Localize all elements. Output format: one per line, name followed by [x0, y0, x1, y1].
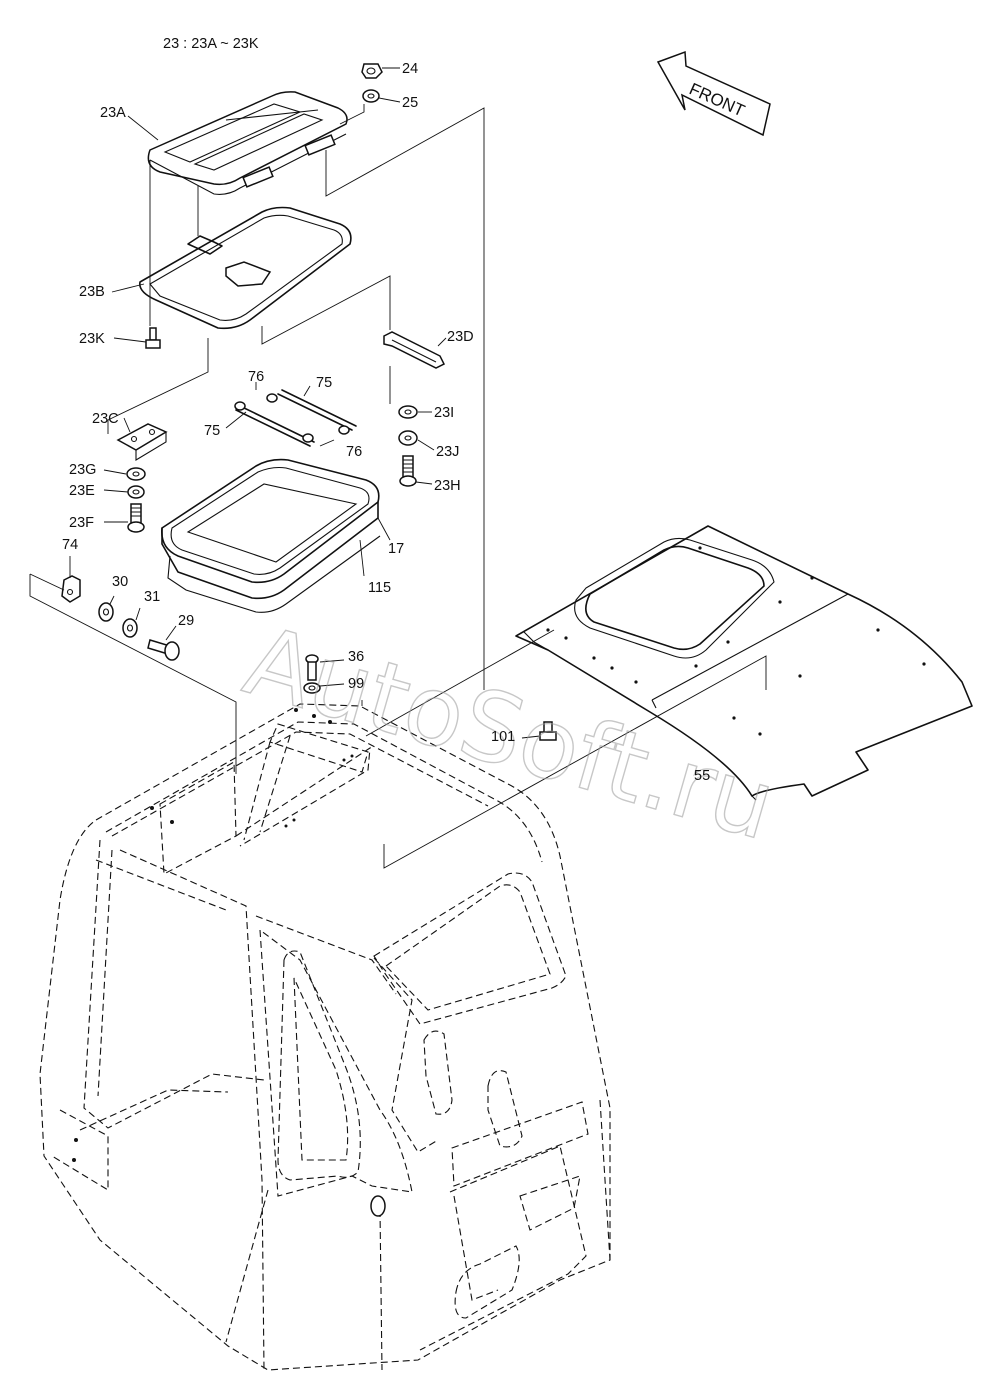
callout-25: 25 — [402, 95, 418, 111]
callout-31: 31 — [144, 589, 160, 605]
front-arrow-icon: FRONT — [656, 50, 771, 137]
washer-25-part — [362, 89, 380, 103]
bolt-23f-part — [127, 503, 145, 533]
washer-99-part — [303, 682, 321, 694]
washer-31-part — [122, 618, 138, 638]
bolt-36-part — [305, 654, 319, 681]
callout-23e: 23E — [69, 483, 95, 499]
callout-23b: 23B — [79, 284, 105, 300]
callout-29: 29 — [178, 613, 194, 629]
window-seal-115-part — [167, 535, 381, 613]
callout-23i: 23I — [434, 405, 454, 421]
washer-23e-part — [127, 485, 145, 499]
callout-36: 36 — [348, 649, 364, 665]
callout-labels: 24 25 23A 23B 23K 23D 76 75 75 76 23C 23… — [62, 61, 710, 784]
gas-strut-75-lower-part — [235, 405, 315, 447]
washer-23g-part — [126, 467, 146, 481]
callout-23k: 23K — [79, 331, 105, 347]
callout-23j: 23J — [436, 444, 459, 460]
callout-99: 99 — [348, 676, 364, 692]
handle-23d-part — [383, 331, 446, 369]
callout-76-lower: 76 — [346, 444, 362, 460]
callout-115: 115 — [368, 580, 391, 596]
bracket-23c-part — [116, 423, 168, 461]
callout-75-lower: 75 — [204, 423, 220, 439]
callout-30: 30 — [112, 574, 128, 590]
washer-23i-part — [398, 405, 418, 419]
washer-23j-part — [398, 430, 418, 446]
roof-cover-55-part — [515, 525, 973, 801]
cab-body-part — [39, 703, 611, 1371]
callout-23c: 23C — [92, 411, 119, 427]
callout-23a: 23A — [100, 105, 126, 121]
callout-23g: 23G — [69, 462, 96, 478]
ring-76-part — [234, 393, 350, 443]
range-note: 23 : 23A ~ 23K — [163, 36, 259, 52]
callout-17: 17 — [388, 541, 404, 557]
gas-strut-75-upper-part — [277, 389, 357, 431]
callout-24: 24 — [402, 61, 418, 77]
callout-23h: 23H — [434, 478, 461, 494]
callout-76-upper: 76 — [248, 369, 264, 385]
bolt-23h-part — [399, 455, 417, 487]
washer-30-part — [98, 602, 114, 622]
latch-bracket-74-part — [61, 575, 81, 603]
callout-74: 74 — [62, 537, 78, 553]
callout-23f: 23F — [69, 515, 94, 531]
callout-101: 101 — [491, 729, 515, 745]
callout-55: 55 — [694, 768, 710, 784]
callout-leaders — [69, 67, 541, 739]
bolt-23k-part — [145, 327, 161, 349]
nut-24-part — [361, 63, 383, 79]
assembly-lines — [29, 104, 767, 869]
callout-75-upper: 75 — [316, 375, 332, 391]
callout-23d: 23D — [447, 329, 474, 345]
bolt-101-part — [539, 721, 557, 741]
bolt-29-part — [147, 639, 180, 661]
hatch-lid-part — [147, 91, 348, 195]
hatch-frame-part — [139, 206, 352, 330]
roof-window-frame-17-part — [161, 458, 380, 600]
